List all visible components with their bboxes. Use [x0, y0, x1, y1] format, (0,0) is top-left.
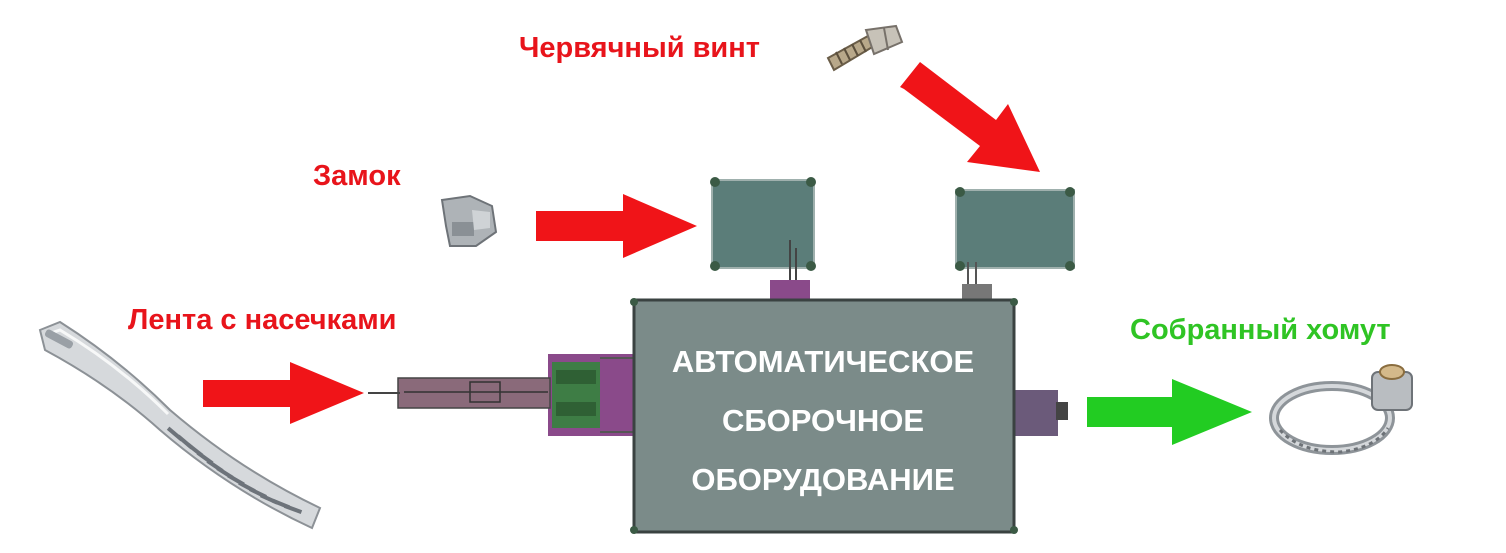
strip-input-arrow	[203, 362, 364, 424]
machine-title-line-1: АВТОМАТИЧЕСКОЕ	[671, 344, 975, 379]
output-unit	[1014, 390, 1068, 436]
lock-input-arrow	[536, 194, 697, 258]
machine-title-line-3: ОБОРУДОВАНИЕ	[691, 462, 955, 497]
strip-label: Лента с насечками	[128, 304, 397, 336]
machine-body	[630, 298, 1018, 534]
output-arrow	[1087, 379, 1252, 445]
screw-feeder	[955, 187, 1075, 300]
worm-screw-label: Червячный винт	[519, 32, 760, 64]
machine-title: АВТОМАТИЧЕСКОЕ СБОРОЧНОЕ ОБОРУДОВАНИЕ	[638, 332, 1008, 509]
lock-label: Замок	[313, 160, 401, 192]
worm-screw-image	[826, 24, 904, 72]
lock-feeder	[710, 177, 816, 302]
screw-input-arrow	[900, 62, 1040, 172]
assembled-clamp-label: Собранный хомут	[1130, 314, 1391, 346]
assembled-clamp-image	[1269, 364, 1413, 455]
machine-title-line-2: СБОРОЧНОЕ	[721, 403, 925, 438]
notched-strip-image	[38, 320, 322, 530]
lock-image	[440, 194, 498, 247]
strip-feed-unit	[368, 354, 634, 436]
